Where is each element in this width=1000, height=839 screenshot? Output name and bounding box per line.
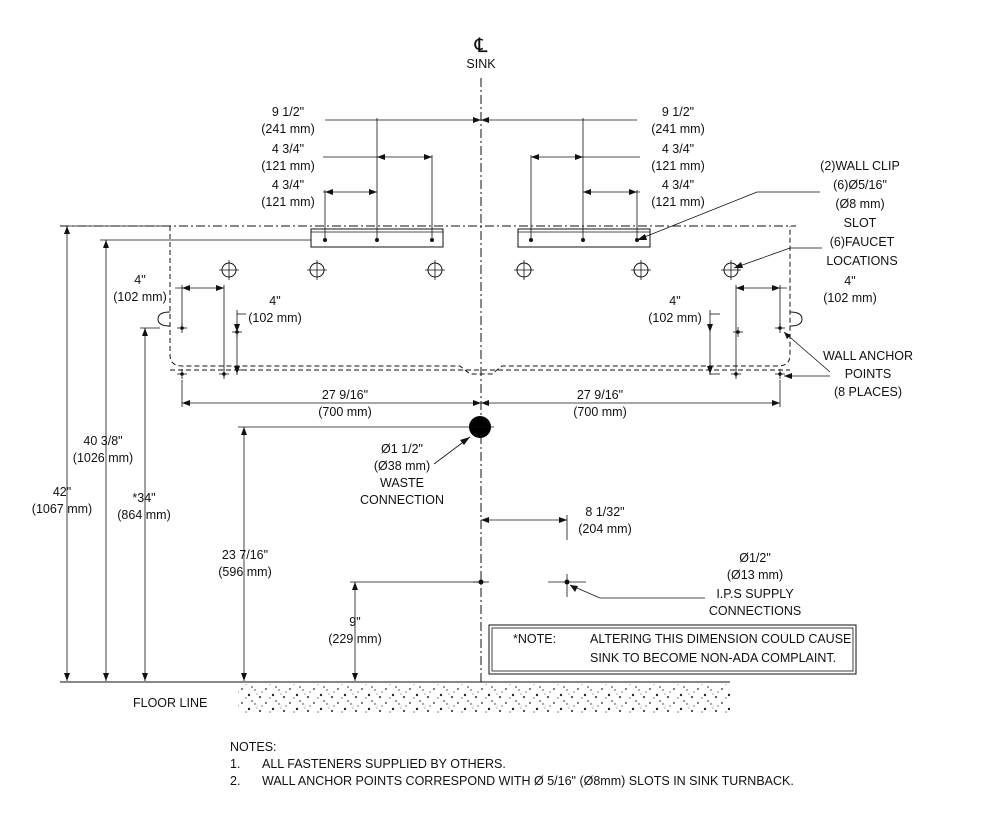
- dim-label: 23 7/16": [222, 548, 268, 562]
- dim-label: 4": [269, 294, 280, 308]
- dim-label: (229 mm): [328, 632, 381, 646]
- dim-top-right: [481, 117, 640, 242]
- faucet-locations: [219, 260, 741, 280]
- floor-line-label: FLOOR LINE: [133, 696, 207, 710]
- dim-label: (121 mm): [651, 159, 704, 173]
- dim-label: (121 mm): [651, 195, 704, 209]
- wall-anchor-point: [775, 369, 785, 379]
- dim-label: (121 mm): [261, 159, 314, 173]
- callout-text: (Ø13 mm): [727, 568, 783, 582]
- faucet-location: [631, 260, 651, 280]
- callout-text: I.P.S SUPPLY: [716, 587, 794, 601]
- faucet-location: [425, 260, 445, 280]
- wall-clip-right: [517, 228, 651, 248]
- dim-label: (241 mm): [651, 122, 704, 136]
- callout-text: CONNECTION: [360, 493, 444, 507]
- dim-label: (102 mm): [248, 311, 301, 325]
- note-box-label: *NOTE:: [513, 632, 556, 646]
- centerline-symbol: ℄: [474, 35, 488, 57]
- dim-label: 4": [669, 294, 680, 308]
- note-text: WALL ANCHOR POINTS CORRESPOND WITH Ø 5/1…: [262, 774, 794, 788]
- callout-leaders: [636, 191, 831, 379]
- faucet-location: [514, 260, 534, 280]
- dim-top-left: [323, 117, 481, 242]
- dim-label: 4 3/4": [662, 178, 694, 192]
- dim-label: 9 1/2": [272, 105, 304, 119]
- dim-label: 27 9/16": [577, 388, 623, 402]
- dim-label: 27 9/16": [322, 388, 368, 402]
- centerline-label: SINK: [466, 57, 496, 71]
- callout-text: WASTE: [380, 476, 424, 490]
- note-number: 1.: [230, 757, 240, 771]
- callout-text: (2)WALL CLIP: [820, 159, 900, 173]
- dim-label: (700 mm): [318, 405, 371, 419]
- dim-label: 4 3/4": [272, 142, 304, 156]
- dim-label: 4": [134, 273, 145, 287]
- callout-text: (6)FAUCET: [830, 235, 895, 249]
- dim-label: (1067 mm): [32, 502, 92, 516]
- dim-label: (102 mm): [823, 291, 876, 305]
- callout-text: LOCATIONS: [826, 254, 897, 268]
- faucet-location: [721, 260, 741, 280]
- left-turnback-hook: [157, 311, 171, 327]
- sink-outline: [60, 225, 796, 375]
- supply-connections: [473, 515, 705, 599]
- notes-title: NOTES:: [230, 740, 277, 754]
- callout-text: (Ø38 mm): [374, 459, 430, 473]
- callout-text: (6)Ø5/16": [833, 178, 887, 192]
- dim-label: (102 mm): [648, 311, 701, 325]
- callout-text: WALL ANCHOR: [823, 349, 913, 363]
- dim-label: 4 3/4": [272, 178, 304, 192]
- dim-label: (241 mm): [261, 122, 314, 136]
- dim-label: (864 mm): [117, 508, 170, 522]
- callout-text: (8 PLACES): [834, 385, 902, 399]
- dim-label: (121 mm): [261, 195, 314, 209]
- wall-anchor-point: [177, 369, 187, 379]
- callout-text: CONNECTIONS: [709, 604, 801, 618]
- supply-connection-right: [548, 574, 586, 597]
- faucet-location: [219, 260, 239, 280]
- dim-label: 9 1/2": [662, 105, 694, 119]
- dim-heights: [60, 225, 482, 681]
- dim-label: 40 3/8": [83, 434, 122, 448]
- note-box-line: SINK TO BECOME NON-ADA COMPLAINT.: [590, 651, 836, 665]
- callout-text: Ø1/2": [739, 551, 771, 565]
- callout-text: (Ø8 mm): [835, 197, 884, 211]
- dim-label: 9": [349, 615, 360, 629]
- dim-right-4: [707, 285, 787, 378]
- note-box: [488, 624, 857, 675]
- right-turnback-hook: [789, 311, 803, 327]
- callout-text: SLOT: [844, 216, 877, 230]
- dim-label: 42": [53, 485, 71, 499]
- dim-label: 4 3/4": [662, 142, 694, 156]
- faucet-location: [307, 260, 327, 280]
- callout-text: Ø1 1/2": [381, 442, 423, 456]
- note-box-line: ALTERING THIS DIMENSION COULD CAUSE: [590, 632, 851, 646]
- supply-connection-left: [473, 579, 489, 585]
- dim-label: 4": [844, 274, 855, 288]
- dim-label: 8 1/32": [585, 505, 624, 519]
- dim-label: (1026 mm): [73, 451, 133, 465]
- dim-left-4: [175, 285, 246, 378]
- dim-label: (204 mm): [578, 522, 631, 536]
- dim-label: (596 mm): [218, 565, 271, 579]
- dim-label: *34": [132, 491, 155, 505]
- dim-label: (102 mm): [113, 290, 166, 304]
- dim-27: [181, 380, 781, 407]
- callout-text: POINTS: [845, 367, 892, 381]
- note-number: 2.: [230, 774, 240, 788]
- note-text: ALL FASTENERS SUPPLIED BY OTHERS.: [262, 757, 506, 771]
- floor-hatch: [238, 684, 730, 714]
- wall-anchor-point: [733, 327, 743, 337]
- dim-label: (700 mm): [573, 405, 626, 419]
